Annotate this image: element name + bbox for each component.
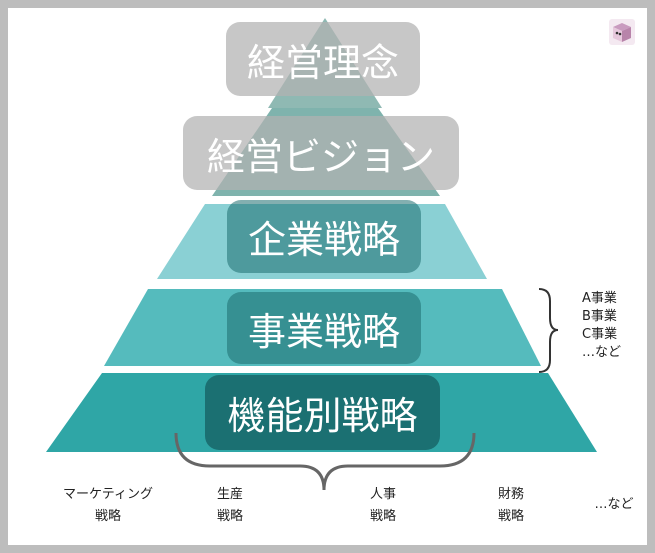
level-label-vision: 経営ビジョン xyxy=(183,116,459,190)
business-item-etc: …など xyxy=(582,345,622,360)
functional-brace-icon xyxy=(174,432,476,491)
functional-item-etc: …など xyxy=(594,497,634,512)
functional-item-finance: 財務 戦略 xyxy=(497,487,524,524)
level-label-corporate: 企業戦略 xyxy=(227,200,421,273)
book-character-icon xyxy=(609,19,635,45)
functional-item-marketing: マーケティング 戦略 xyxy=(63,487,153,524)
level-label-functional: 機能別戦略 xyxy=(205,375,440,450)
business-item-c: C事業 xyxy=(582,327,618,342)
functional-item-hr: 人事 戦略 xyxy=(369,487,396,524)
functional-item-production: 生産 戦略 xyxy=(216,487,243,524)
business-bracket-icon xyxy=(538,288,559,373)
business-list: A事業 B事業 C事業 …など xyxy=(582,290,621,362)
business-item-a: A事業 xyxy=(582,291,617,306)
level-label-business: 事業戦略 xyxy=(227,292,421,364)
level-label-philosophy: 経営理念 xyxy=(226,22,420,96)
business-item-b: B事業 xyxy=(582,309,617,324)
